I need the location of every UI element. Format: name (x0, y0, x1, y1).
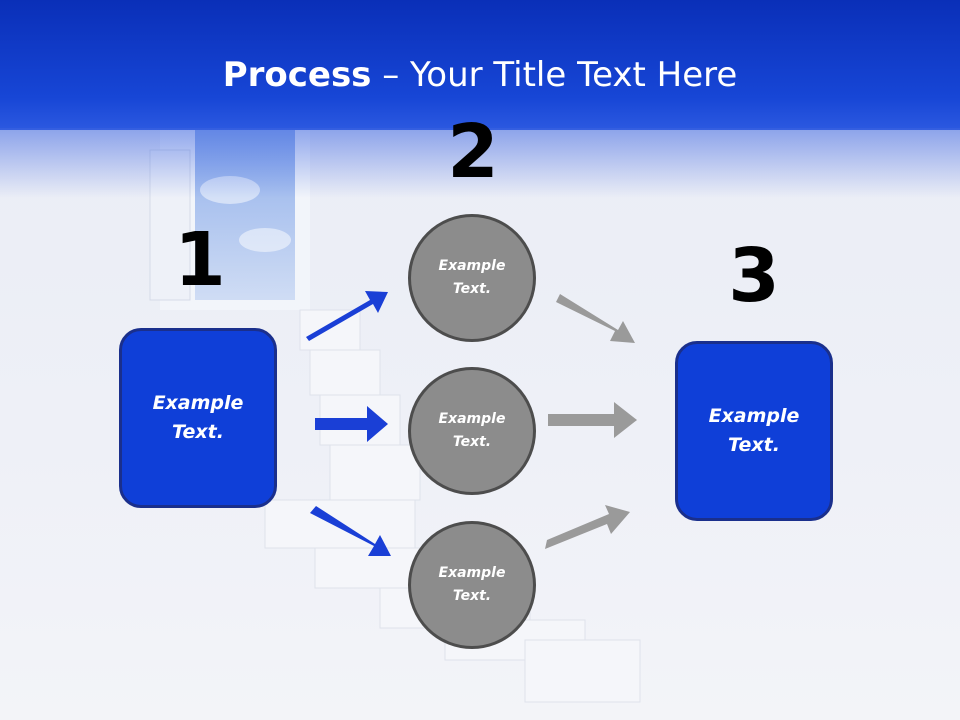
step-2-circle-middle: Example Text. (408, 367, 536, 495)
step-number-3: 3 (728, 233, 780, 319)
step-2-circle-top: Example Text. (408, 214, 536, 342)
arrow-1-to-middle (315, 406, 388, 442)
title-rest: – Your Title Text Here (371, 55, 738, 95)
arrow-1-to-bottom (310, 506, 391, 556)
arrow-bottom-to-3 (545, 505, 630, 549)
step-3-box: Example Text. (675, 341, 833, 521)
step-1-box: Example Text. (119, 328, 277, 508)
arrow-top-to-3 (556, 294, 635, 343)
arrow-middle-to-3 (548, 402, 637, 438)
slide-title: Process – Your Title Text Here (0, 54, 960, 96)
title-banner (0, 0, 960, 130)
step-2-circle-bottom: Example Text. (408, 521, 536, 649)
step-number-2: 2 (447, 109, 499, 195)
title-bold: Process (222, 55, 372, 95)
arrow-1-to-top (306, 291, 388, 341)
title-banner-fade (0, 128, 960, 198)
step-number-1: 1 (174, 217, 226, 303)
